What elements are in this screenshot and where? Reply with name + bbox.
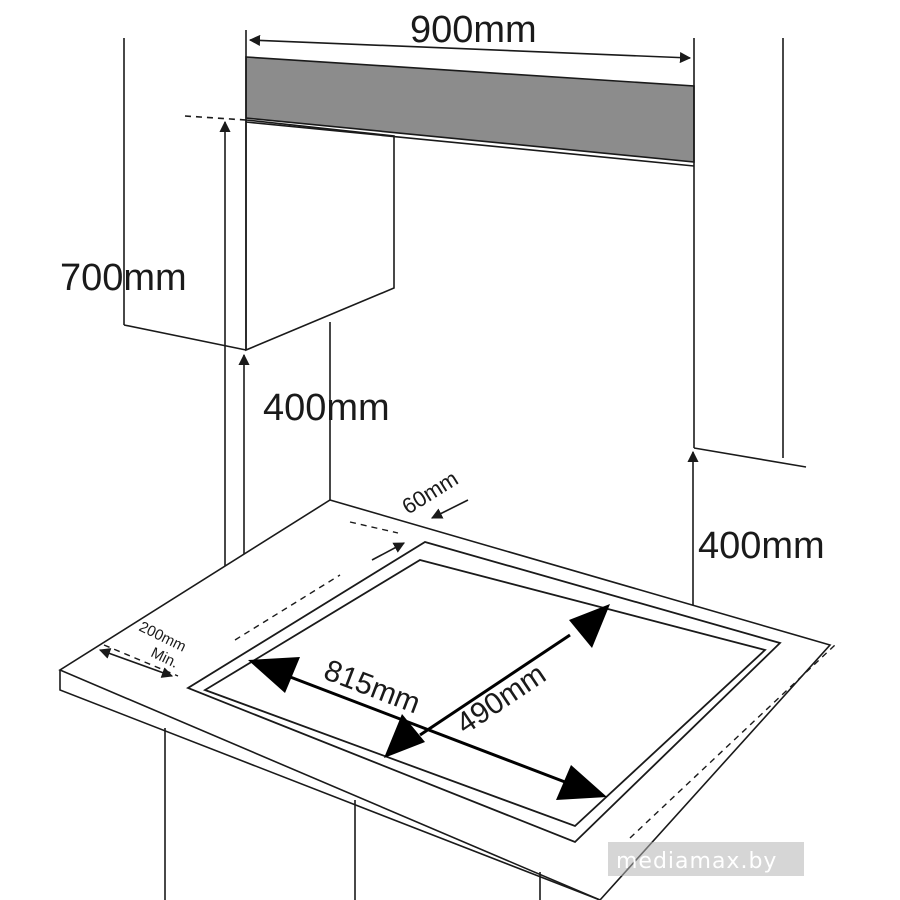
left-clearance-label: 400mm — [263, 387, 390, 429]
back-gap-label: 60mm — [397, 466, 462, 520]
cutout-width-arrow — [248, 657, 607, 800]
side-gap-arrow — [98, 648, 174, 678]
watermark-text: mediamax.by — [616, 849, 777, 874]
cabinet-height-label: 700mm — [60, 257, 187, 299]
hood-width-dimension — [245, 30, 692, 64]
range-hood — [245, 38, 695, 448]
watermark: mediamax.by — [608, 842, 804, 876]
hood-width-label: 900mm — [410, 9, 537, 51]
back-gap-arrow — [371, 499, 469, 561]
wall-cabinet — [245, 119, 395, 352]
wall-lines — [123, 38, 807, 500]
right-clearance-label: 400mm — [698, 525, 825, 567]
cabinet-height-dimension — [184, 115, 247, 638]
cutout-depth-arrow — [384, 604, 610, 758]
